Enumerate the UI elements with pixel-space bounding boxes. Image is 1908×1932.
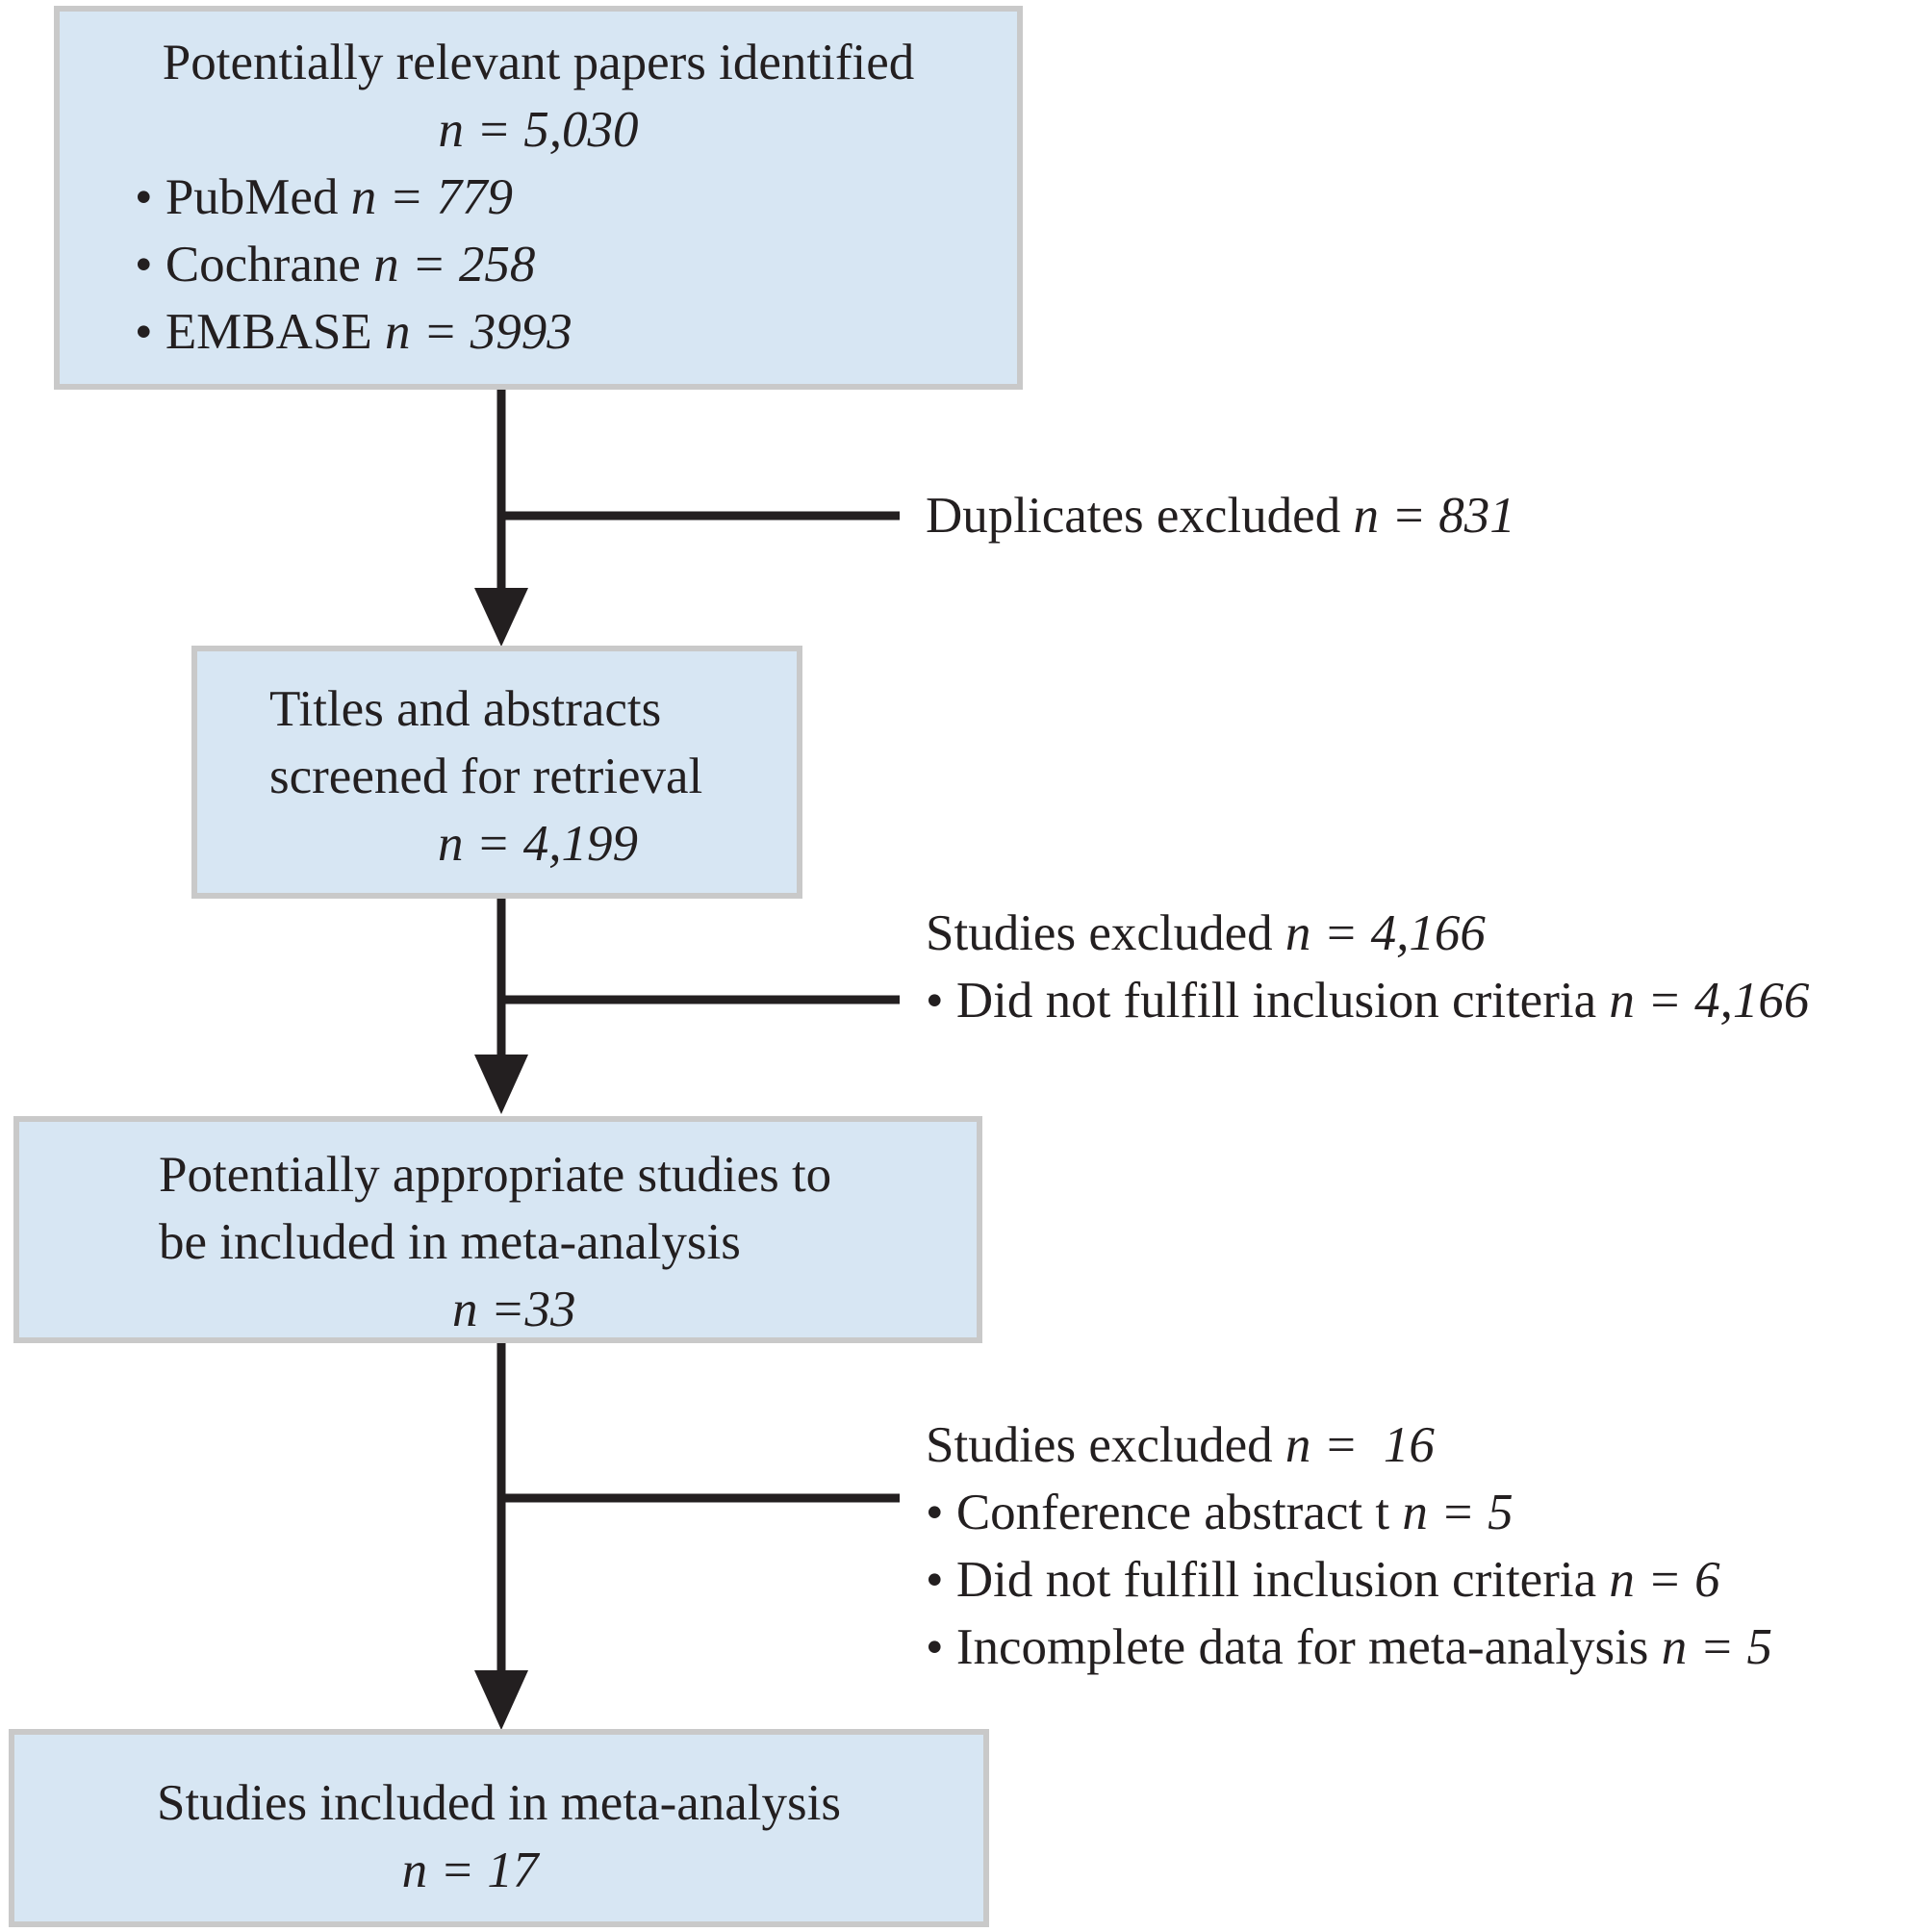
source-count: n = 779	[350, 169, 513, 225]
source-list: • PubMed n = 779 • Cochrane n = 258 • EM…	[60, 164, 1017, 366]
screened-line-1: Titles and abstracts	[269, 681, 662, 737]
reason-count: n = 5	[1661, 1619, 1772, 1675]
duplicates-label: Duplicates excluded	[926, 488, 1341, 544]
bullet: •	[926, 1619, 944, 1675]
bullet: •	[135, 169, 153, 225]
bullet: •	[926, 1485, 944, 1540]
appropriate-box: Potentially appropriate studies to be in…	[13, 1116, 982, 1343]
reason-label: Incomplete data for meta-analysis	[955, 1619, 1649, 1675]
included-count: n = 17	[401, 1843, 539, 1898]
identified-box: Potentially relevant papers identified n…	[54, 6, 1023, 390]
reason-count: n = 4,166	[1609, 973, 1810, 1029]
bullet: •	[135, 237, 153, 292]
source-item-embase: • EMBASE n = 3993	[135, 298, 1017, 366]
source-label: PubMed	[165, 169, 339, 225]
duplicates-excluded-note: Duplicates excluded n = 831	[926, 482, 1515, 549]
eligibility-excluded-note: Studies excluded n = 16 • Conference abs…	[926, 1411, 1772, 1681]
reason-label: Did not fulfill inclusion criteria	[955, 1552, 1597, 1608]
source-label: Cochrane	[165, 237, 361, 292]
eligibility-reason-item: • Did not fulfill inclusion criteria n =…	[926, 1546, 1772, 1614]
appropriate-line-2: be included in meta-analysis	[159, 1214, 741, 1270]
screening-excluded-label: Studies excluded	[926, 905, 1273, 961]
identified-title: Potentially relevant papers identified	[162, 35, 915, 90]
eligibility-reason-item: • Conference abstract t n = 5	[926, 1479, 1772, 1546]
bullet: •	[135, 304, 153, 360]
source-item-cochrane: • Cochrane n = 258	[135, 231, 1017, 298]
bullet: •	[926, 1552, 944, 1608]
arrowhead-1	[474, 588, 528, 647]
source-count: n = 3993	[385, 304, 572, 360]
included-title: Studies included in meta-analysis	[157, 1775, 841, 1831]
reason-count: n = 6	[1609, 1552, 1720, 1608]
screened-box: Titles and abstracts screened for retrie…	[191, 646, 802, 899]
arrowhead-3	[474, 1670, 528, 1730]
reason-label: Did not fulfill inclusion criteria	[955, 973, 1597, 1029]
source-item-pubmed: • PubMed n = 779	[135, 164, 1017, 231]
arrowhead-2	[474, 1055, 528, 1114]
reason-label: Conference abstract t	[955, 1485, 1390, 1540]
source-count: n = 258	[373, 237, 536, 292]
screening-excluded-count: n = 4,166	[1285, 905, 1486, 961]
appropriate-line-1: Potentially appropriate studies to	[159, 1147, 832, 1203]
bullet: •	[926, 973, 944, 1029]
reason-count: n = 5	[1402, 1485, 1514, 1540]
screening-excluded-heading: Studies excluded n = 4,166	[926, 900, 1809, 967]
included-box: Studies included in meta-analysis n = 17	[9, 1729, 989, 1927]
eligibility-reason-item: • Incomplete data for meta-analysis n = …	[926, 1614, 1772, 1681]
screened-count: n = 4,199	[438, 816, 639, 872]
identified-count: n = 5,030	[438, 102, 639, 158]
screening-excluded-note: Studies excluded n = 4,166 • Did not ful…	[926, 900, 1809, 1034]
duplicates-line: Duplicates excluded n = 831	[926, 482, 1515, 549]
eligibility-excluded-label: Studies excluded	[926, 1417, 1273, 1473]
appropriate-count: n =33	[452, 1282, 576, 1337]
screening-reason-item: • Did not fulfill inclusion criteria n =…	[926, 967, 1809, 1034]
duplicates-count: n = 831	[1353, 488, 1515, 544]
eligibility-excluded-count: n = 16	[1285, 1417, 1435, 1473]
source-label: EMBASE	[165, 304, 372, 360]
screened-line-2: screened for retrieval	[269, 749, 703, 804]
eligibility-excluded-heading: Studies excluded n = 16	[926, 1411, 1772, 1479]
